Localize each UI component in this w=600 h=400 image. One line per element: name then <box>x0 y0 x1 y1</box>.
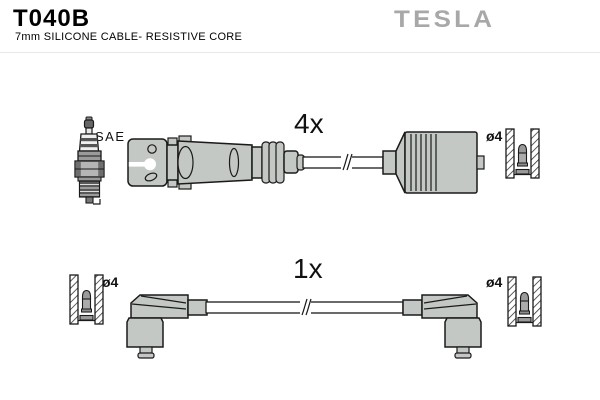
boot-head <box>127 138 168 187</box>
cable-assembly-4x <box>127 128 540 194</box>
product-subtitle: 7mm SILICONE CABLE- RESISTIVE CORE <box>15 31 243 43</box>
boot-body-slot <box>228 147 240 178</box>
cable-assembly-1x <box>69 274 542 359</box>
diameter-label-top-right: ø4 <box>486 128 503 144</box>
terminal-cap-icon-bottom-left <box>69 274 104 325</box>
diameter-label-bottom-right: ø4 <box>486 274 503 290</box>
quantity-label-bottom: 1x <box>293 253 323 284</box>
boot-nipple <box>283 150 299 174</box>
angled-boot-left <box>126 294 208 359</box>
quantity-label-top: 4x <box>294 108 324 139</box>
part-number: T040B <box>13 5 91 32</box>
terminal-cap-icon-top-right <box>505 128 540 179</box>
sae-label: SAE <box>95 129 126 144</box>
angled-boot-right <box>402 294 482 359</box>
diameter-label-bottom-left: ø4 <box>102 274 119 290</box>
cable-bottom <box>205 298 404 317</box>
coil-end-connector <box>382 131 485 194</box>
boot-rings <box>261 141 285 184</box>
terminal-cap-icon-bottom-right <box>507 276 542 327</box>
header-divider <box>0 52 600 53</box>
tesla-brand-logo: TESLA <box>394 6 496 33</box>
boot-neck <box>166 144 179 181</box>
cable-top <box>302 153 384 172</box>
spark-plug-icon <box>74 116 105 205</box>
boot-body-oval <box>177 145 194 180</box>
boot-step <box>251 146 263 179</box>
